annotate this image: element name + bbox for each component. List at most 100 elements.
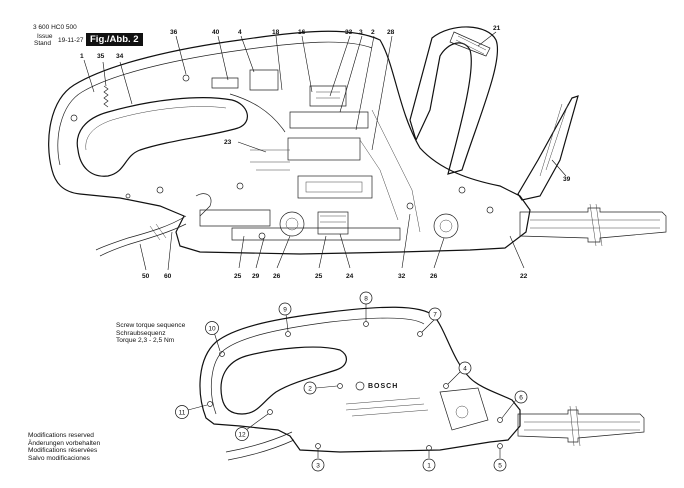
part-label-32: 32 (398, 273, 406, 280)
screw-badge-5 (493, 458, 507, 472)
screw-badge-10 (205, 321, 219, 335)
part-label-1: 1 (80, 53, 84, 60)
handle-opening (76, 97, 248, 177)
part-label-26-right: 26 (430, 273, 438, 280)
part-label-36: 36 (170, 29, 178, 36)
modifications-note-line-1: Modifications reserved (28, 432, 94, 439)
part-label-25-right: 25 (315, 273, 323, 280)
part-label-21: 21 (493, 25, 501, 32)
screw-hole-12 (267, 409, 273, 415)
switch (249, 69, 279, 91)
screw-label-5: 5 (498, 463, 502, 470)
power-cable (95, 215, 187, 251)
part-label-25-left: 25 (234, 273, 242, 280)
part-label-23: 23 (224, 139, 232, 146)
gear-wheel-left (279, 211, 305, 237)
screw-badge-3 (311, 458, 325, 472)
cutting-blade (519, 207, 667, 243)
part-label-60: 60 (164, 273, 172, 280)
gear-wheel-right (433, 213, 459, 239)
part-label-24: 24 (346, 273, 354, 280)
brand-logo: BOSCH (368, 383, 398, 390)
gear-housing (297, 175, 373, 199)
gearbox (317, 211, 349, 235)
part-label-3: 3 (359, 29, 363, 36)
screw-callout-leaders (187, 304, 517, 458)
motor-housing (287, 137, 361, 161)
modifications-note-line-2: Änderungen vorbehalten (28, 439, 101, 447)
part-label-26-left: 26 (273, 273, 281, 280)
screw-label-4: 4 (463, 366, 467, 373)
housing-outline-assembled (199, 306, 521, 453)
part-label-2: 2 (371, 29, 375, 36)
torque-note-line-3: Torque 2,3 - 2,5 Nm (116, 337, 175, 345)
screw-hole-3 (315, 443, 321, 449)
screw-label-1: 1 (427, 463, 431, 470)
screw-label-11: 11 (179, 410, 186, 417)
screw-label-6: 6 (519, 395, 523, 402)
screw-hole-5 (497, 443, 503, 449)
screw-badge-12 (235, 427, 249, 441)
housing-interior-view (48, 26, 667, 257)
power-cable-assembled (225, 431, 293, 453)
screw-label-2: 2 (308, 386, 312, 393)
screw-badge-8 (359, 291, 373, 305)
screw-hole-10 (219, 351, 225, 357)
screw-hole-7 (417, 331, 423, 337)
screw-hole-11 (207, 401, 213, 407)
stand-label: Stand (34, 40, 51, 47)
screw-sequence-view: BOSCH (199, 306, 645, 461)
screw-hole-6 (497, 417, 503, 423)
document-number: 3 600 HC0 500 (33, 24, 77, 31)
handle-grip-ridges (449, 31, 491, 57)
part-label-16: 16 (298, 29, 306, 36)
screw-badge-7 (428, 307, 442, 321)
screw-badge-1 (422, 458, 436, 472)
screw-badge-11 (175, 405, 189, 419)
handle-opening-assembled (220, 346, 347, 415)
screw-hole-1 (426, 445, 432, 451)
screw-hole-2 (337, 383, 343, 389)
modifications-note-line-4: Salvo modificaciones (28, 454, 90, 462)
screw-label-9: 9 (283, 307, 287, 314)
part-label-28: 28 (387, 29, 395, 36)
figure-label: Fig./Abb. 2 (86, 33, 143, 46)
part-label-33: 33 (345, 29, 353, 36)
torque-note: Screw torque sequence Schraubsequenz Tor… (116, 322, 185, 345)
part-label-22: 22 (520, 273, 528, 280)
part-label-50: 50 (142, 273, 150, 280)
part-labels: 1 35 34 36 40 4 18 16 33 3 2 28 21 23 39… (80, 25, 571, 280)
screw-badge-9 (278, 302, 292, 316)
switch-carrier (289, 111, 369, 129)
cutting-blade-assembled (517, 409, 645, 443)
housing-shell (48, 30, 531, 255)
screw-hole-9 (285, 331, 291, 337)
torque-note-line-1: Screw torque sequence (116, 322, 186, 329)
screw-label-3: 3 (316, 463, 320, 470)
hand-guard (517, 95, 579, 201)
screw-badge-6 (514, 390, 528, 404)
screw-hole-4 (443, 383, 449, 389)
part-label-35: 35 (97, 53, 105, 60)
gear-cover-plate (439, 387, 489, 431)
screw-label-12: 12 (238, 432, 246, 439)
screw-labels: 1 2 3 4 5 6 7 8 9 10 11 12 (175, 291, 528, 472)
part-label-34: 34 (116, 53, 124, 60)
screw-label-10: 10 (208, 326, 216, 333)
screw-hole-8 (363, 321, 369, 327)
screw-badge-2 (303, 381, 317, 395)
callout-leaders (83, 31, 567, 271)
part-label-29: 29 (252, 273, 260, 280)
screw-label-7: 7 (433, 312, 437, 319)
modifications-note: Modifications reserved Änderungen vorbeh… (28, 432, 100, 462)
modifications-note-line-3: Modifications réservées (28, 447, 98, 455)
part-label-18: 18 (272, 29, 280, 36)
part-label-4: 4 (238, 29, 242, 36)
brand-emblem (355, 381, 365, 391)
torque-note-line-2: Schraubsequenz (116, 329, 166, 337)
part-label-40: 40 (212, 29, 220, 36)
issue-label: Issue (37, 33, 53, 40)
screw-badge-4 (458, 361, 472, 375)
part-label-39: 39 (563, 176, 571, 183)
